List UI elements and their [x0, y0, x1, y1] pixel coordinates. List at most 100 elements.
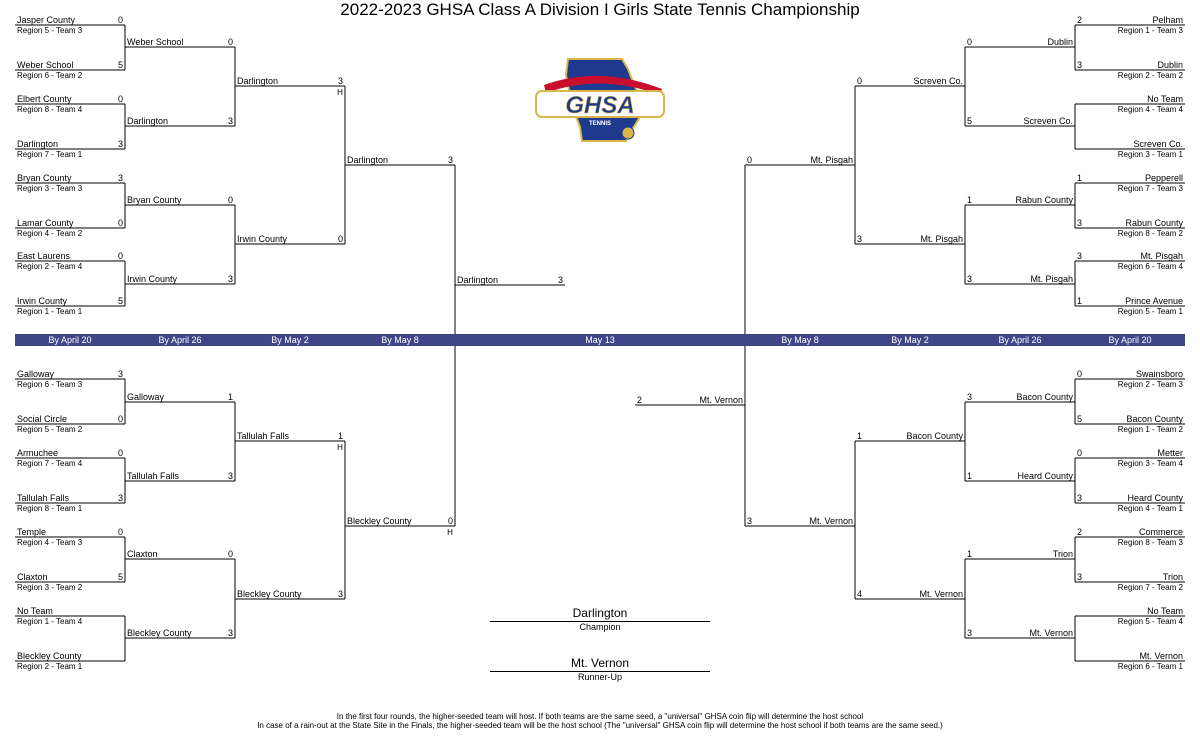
team-name: Mt. Vernon	[1029, 628, 1073, 638]
team-score: 3	[1077, 251, 1082, 261]
team-name: Trion	[1053, 549, 1073, 559]
logo-subtext: TENNIS	[589, 121, 611, 127]
region-seed: Region 7 - Team 3	[1118, 184, 1184, 193]
team-score: 3	[118, 369, 123, 379]
region-seed: Region 6 - Team 2	[17, 71, 83, 80]
team-name: Metter	[1157, 448, 1183, 458]
region-seed: Region 4 - Team 1	[1118, 504, 1184, 513]
team-score: 0	[118, 251, 123, 261]
finalist-score: 3	[558, 275, 563, 285]
team-score: 1	[338, 431, 343, 441]
team-name: Claxton	[17, 572, 48, 582]
team-name: Bleckley County	[347, 516, 412, 526]
team-score: 1	[1077, 296, 1082, 306]
team-name: Lamar County	[17, 218, 74, 228]
team-name: Galloway	[17, 369, 55, 379]
region-seed: Region 4 - Team 4	[1118, 105, 1184, 114]
host-marker: H	[337, 88, 343, 97]
host-marker: H	[337, 443, 343, 452]
region-seed: Region 3 - Team 3	[17, 184, 83, 193]
team-score: 3	[857, 234, 862, 244]
team-score: 3	[118, 493, 123, 503]
round-date-label: By April 20	[48, 335, 91, 345]
region-seed: Region 1 - Team 2	[1118, 425, 1184, 434]
round-date-label: By April 26	[998, 335, 1041, 345]
ghsa-tennis-logo: GHSA TENNIS	[530, 55, 670, 145]
round-date-label: By April 26	[158, 335, 201, 345]
team-score: 5	[118, 296, 123, 306]
team-score: 5	[1077, 414, 1082, 424]
team-name: Screven Co.	[1133, 139, 1183, 149]
region-seed: Region 2 - Team 1	[17, 662, 83, 671]
team-name: Bacon County	[1126, 414, 1183, 424]
team-name: Darlington	[127, 116, 168, 126]
team-name: Mt. Vernon	[1139, 651, 1183, 661]
round-date-label: By May 8	[781, 335, 819, 345]
round-date-label: By May 8	[381, 335, 419, 345]
team-name: Rabun County	[1015, 195, 1073, 205]
tennis-ball-icon	[621, 126, 635, 140]
team-score: 0	[118, 218, 123, 228]
team-name: Social Circle	[17, 414, 67, 424]
team-score: 0	[338, 234, 343, 244]
team-name: Irwin County	[127, 274, 178, 284]
region-seed: Region 5 - Team 3	[17, 26, 83, 35]
team-score: 1	[228, 392, 233, 402]
region-seed: Region 8 - Team 4	[17, 105, 83, 114]
region-seed: Region 2 - Team 2	[1118, 71, 1184, 80]
team-score: 1	[967, 471, 972, 481]
runner-up-caption: Runner-Up	[577, 672, 623, 682]
team-name: Claxton	[127, 549, 158, 559]
team-name: Bacon County	[906, 431, 963, 441]
team-name: Mt. Pisgah	[810, 155, 853, 165]
team-name: Dublin	[1047, 37, 1073, 47]
team-name: No Team	[1147, 606, 1183, 616]
team-score: 0	[118, 414, 123, 424]
team-name: Mt. Pisgah	[1140, 251, 1183, 261]
team-name: Swainsboro	[1136, 369, 1183, 379]
region-seed: Region 3 - Team 2	[17, 583, 83, 592]
footnote-host-rule: In the first four rounds, the higher-see…	[336, 712, 864, 721]
region-seed: Region 8 - Team 2	[1118, 229, 1184, 238]
team-score: 0	[228, 37, 233, 47]
team-score: 0	[747, 155, 752, 165]
footnote-rainout-rule: In case of a rain-out at the State Site …	[257, 721, 943, 730]
region-seed: Region 4 - Team 3	[17, 538, 83, 547]
team-score: 1	[1077, 173, 1082, 183]
region-seed: Region 4 - Team 2	[17, 229, 83, 238]
champion-box: Darlington Champion	[490, 606, 710, 633]
team-name: Mt. Vernon	[919, 589, 963, 599]
team-name: Tallulah Falls	[17, 493, 70, 503]
team-name: Pepperell	[1145, 173, 1183, 183]
region-seed: Region 8 - Team 1	[17, 504, 83, 513]
team-score: 1	[857, 431, 862, 441]
team-score: 0	[118, 448, 123, 458]
team-score: 0	[1077, 448, 1082, 458]
team-score: 0	[118, 94, 123, 104]
team-score: 2	[1077, 15, 1082, 25]
team-name: Dublin	[1157, 60, 1183, 70]
runner-up-name: Mt. Vernon	[490, 656, 710, 672]
team-score: 3	[228, 116, 233, 126]
team-score: 1	[967, 549, 972, 559]
team-score: 3	[338, 76, 343, 86]
team-name: Mt. Pisgah	[920, 234, 963, 244]
team-name: Bleckley County	[237, 589, 302, 599]
team-score: 3	[967, 628, 972, 638]
team-score: 3	[1077, 218, 1082, 228]
team-score: 3	[967, 392, 972, 402]
team-name: Weber School	[17, 60, 73, 70]
region-seed: Region 3 - Team 4	[1118, 459, 1184, 468]
team-score: 3	[1077, 572, 1082, 582]
team-name: Bryan County	[127, 195, 182, 205]
team-score: 0	[448, 516, 453, 526]
team-score: 3	[1077, 493, 1082, 503]
team-name: Bryan County	[17, 173, 72, 183]
region-seed: Region 6 - Team 3	[17, 380, 83, 389]
team-name: Irwin County	[17, 296, 68, 306]
team-name: Trion	[1163, 572, 1183, 582]
red-swoosh-icon	[544, 75, 662, 95]
region-seed: Region 5 - Team 2	[17, 425, 83, 434]
team-name: Prince Avenue	[1125, 296, 1183, 306]
